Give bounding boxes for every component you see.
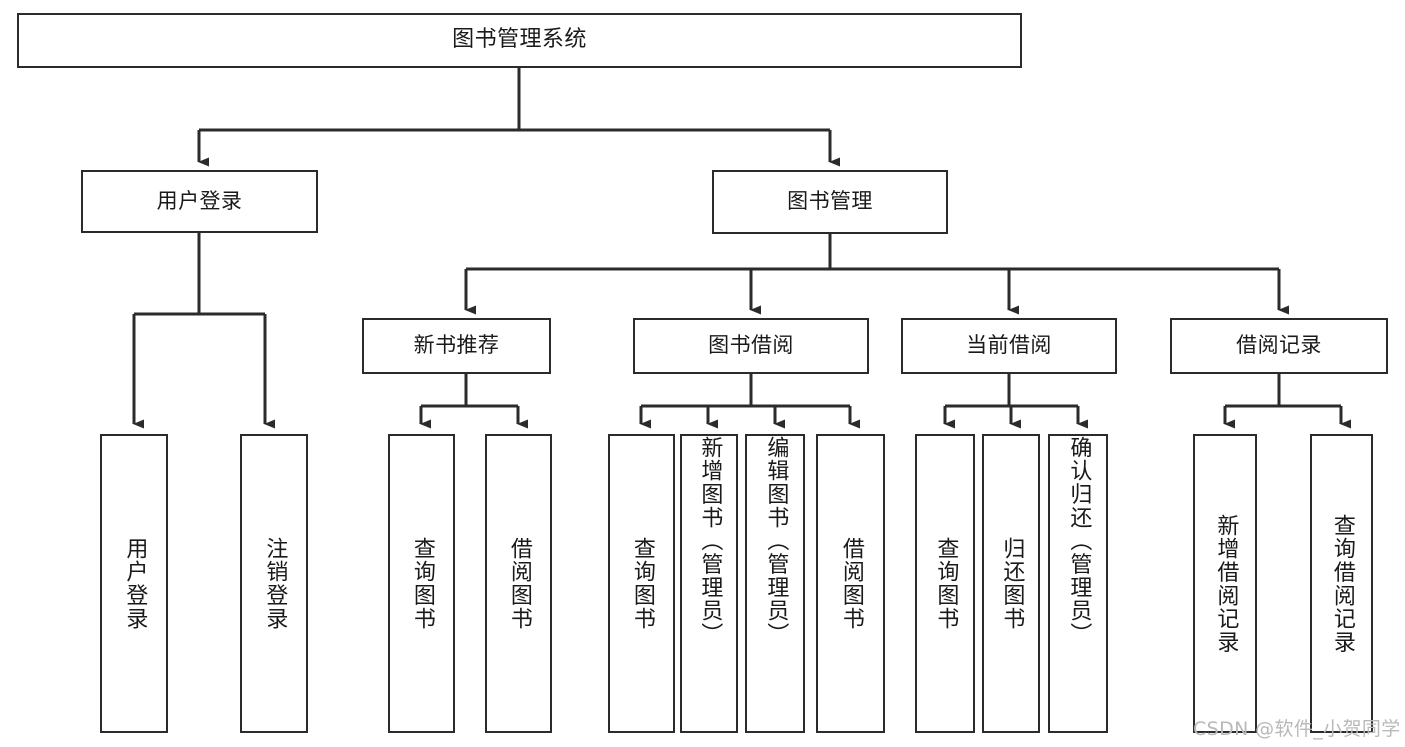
leaf-add-book-admin-label: 新增图书（管理员） [697, 436, 723, 646]
node-root-label: 图书管理系统 [452, 27, 587, 53]
node-book-management[interactable]: 图书管理 [712, 170, 948, 234]
node-book-management-label: 图书管理 [787, 189, 873, 214]
leaf-query-borrow-record-label: 查询借阅记录 [1329, 513, 1355, 654]
node-borrow-records[interactable]: 借阅记录 [1170, 318, 1388, 374]
leaf-edit-book-admin[interactable]: 编辑图书（管理员） [745, 434, 805, 733]
leaf-edit-book-admin-label: 编辑图书（管理员） [763, 436, 789, 646]
node-root[interactable]: 图书管理系统 [17, 13, 1022, 68]
node-book-borrow-label: 图书借阅 [708, 333, 794, 358]
node-user-login-label: 用户登录 [156, 188, 243, 213]
leaf-query-book-current-label: 查询图书 [933, 536, 959, 631]
node-user-login[interactable]: 用户登录 [81, 170, 318, 233]
leaf-confirm-return-admin-label: 确认归还（管理员） [1066, 436, 1092, 646]
leaf-logout-label: 注销登录 [262, 536, 288, 631]
leaf-borrow-book-recommend[interactable]: 借阅图书 [485, 434, 552, 733]
leaf-logout[interactable]: 注销登录 [240, 434, 308, 733]
leaf-return-book-label: 归还图书 [999, 536, 1025, 631]
leaf-add-borrow-record-label: 新增借阅记录 [1213, 513, 1239, 654]
leaf-query-book-recommend-label: 查询图书 [409, 536, 435, 631]
leaf-query-book-borrow[interactable]: 查询图书 [608, 434, 675, 733]
node-borrow-records-label: 借阅记录 [1236, 333, 1322, 358]
leaf-return-book[interactable]: 归还图书 [982, 434, 1040, 733]
leaf-query-book-borrow-label: 查询图书 [629, 536, 655, 631]
leaf-borrow-book[interactable]: 借阅图书 [816, 434, 885, 733]
node-current-borrow-label: 当前借阅 [966, 333, 1052, 358]
leaf-borrow-book-label: 借阅图书 [838, 536, 864, 631]
node-book-borrow[interactable]: 图书借阅 [633, 318, 869, 374]
leaf-add-book-admin[interactable]: 新增图书（管理员） [680, 434, 738, 733]
node-new-book-recommend-label: 新书推荐 [413, 333, 500, 358]
leaf-query-book-current[interactable]: 查询图书 [915, 434, 975, 733]
node-current-borrow[interactable]: 当前借阅 [901, 318, 1117, 374]
node-new-book-recommend[interactable]: 新书推荐 [362, 318, 551, 374]
leaf-borrow-book-recommend-label: 借阅图书 [506, 536, 532, 631]
leaf-confirm-return-admin[interactable]: 确认归还（管理员） [1048, 434, 1108, 733]
leaf-user-login[interactable]: 用户登录 [100, 434, 168, 733]
leaf-query-borrow-record[interactable]: 查询借阅记录 [1310, 434, 1373, 733]
leaf-user-login-label: 用户登录 [122, 536, 148, 631]
csdn-watermark: CSDN @软件_小贺同学 [1193, 718, 1401, 740]
leaf-query-book-recommend[interactable]: 查询图书 [388, 434, 455, 733]
leaf-add-borrow-record[interactable]: 新增借阅记录 [1193, 434, 1257, 733]
